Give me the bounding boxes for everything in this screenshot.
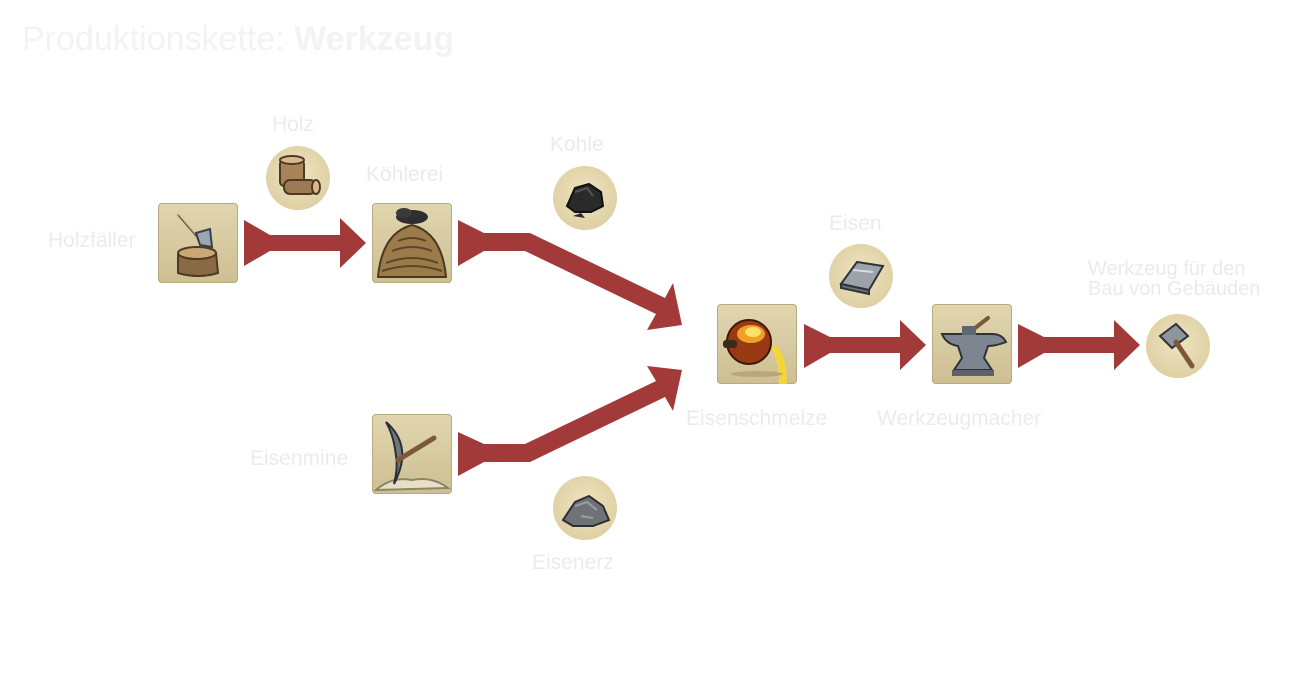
label-eisen: Eisen bbox=[829, 212, 882, 235]
charcoal-kiln-icon bbox=[376, 208, 448, 278]
page-title: Produktionskette: Werkzeug bbox=[22, 20, 454, 59]
title-prefix: Produktionskette: bbox=[22, 20, 285, 58]
arrow-eisenschmelze-werkzeugmacher bbox=[804, 320, 926, 370]
label-werkzeugmacher: Werkzeugmacher bbox=[877, 407, 1042, 430]
label-eisenschmelze: Eisenschmelze bbox=[686, 407, 828, 430]
molten-crucible-icon bbox=[723, 319, 787, 384]
label-holzfaeller: Holzfäller bbox=[48, 229, 136, 252]
building-eisenmine[interactable] bbox=[372, 414, 452, 494]
pickaxe-icon bbox=[373, 421, 451, 492]
iron-ore-icon bbox=[561, 494, 611, 527]
label-werkzeug: Werkzeug für den Bau von Gebäuden bbox=[1088, 259, 1260, 299]
resource-eisen[interactable] bbox=[829, 244, 893, 308]
axe-in-stump-icon bbox=[176, 213, 220, 277]
building-eisenschmelze[interactable] bbox=[717, 304, 797, 384]
label-werkzeug-line2: Bau von Gebäuden bbox=[1088, 278, 1261, 300]
arrow-holzfaeller-koehlerei bbox=[244, 218, 366, 268]
resource-werkzeug[interactable] bbox=[1146, 314, 1210, 378]
arrow-eisenmine-eisenschmelze bbox=[458, 366, 682, 476]
building-koehlerei[interactable] bbox=[372, 203, 452, 283]
iron-ingot-icon bbox=[839, 260, 885, 296]
label-eisenerz: Eisenerz bbox=[532, 551, 614, 574]
arrow-werkzeugmacher-werkzeug bbox=[1018, 320, 1140, 370]
label-koehlerei: Köhlerei bbox=[366, 163, 444, 186]
label-werkzeug-line1: Werkzeug für den bbox=[1088, 258, 1246, 280]
arrow-koehlerei-eisenschmelze bbox=[458, 220, 682, 330]
label-holz: Holz bbox=[272, 113, 315, 136]
title-product: Werkzeug bbox=[294, 20, 455, 58]
coal-icon bbox=[565, 182, 605, 218]
anvil-icon bbox=[940, 316, 1008, 376]
building-werkzeugmacher[interactable] bbox=[932, 304, 1012, 384]
label-eisenmine: Eisenmine bbox=[250, 447, 349, 470]
resource-eisenerz[interactable] bbox=[553, 476, 617, 540]
label-kohle: Kohle bbox=[550, 133, 604, 156]
resource-holz[interactable] bbox=[266, 146, 330, 210]
resource-kohle[interactable] bbox=[553, 166, 617, 230]
hammer-icon bbox=[1158, 322, 1195, 369]
log-icon bbox=[279, 155, 321, 195]
building-holzfaeller[interactable] bbox=[158, 203, 238, 283]
